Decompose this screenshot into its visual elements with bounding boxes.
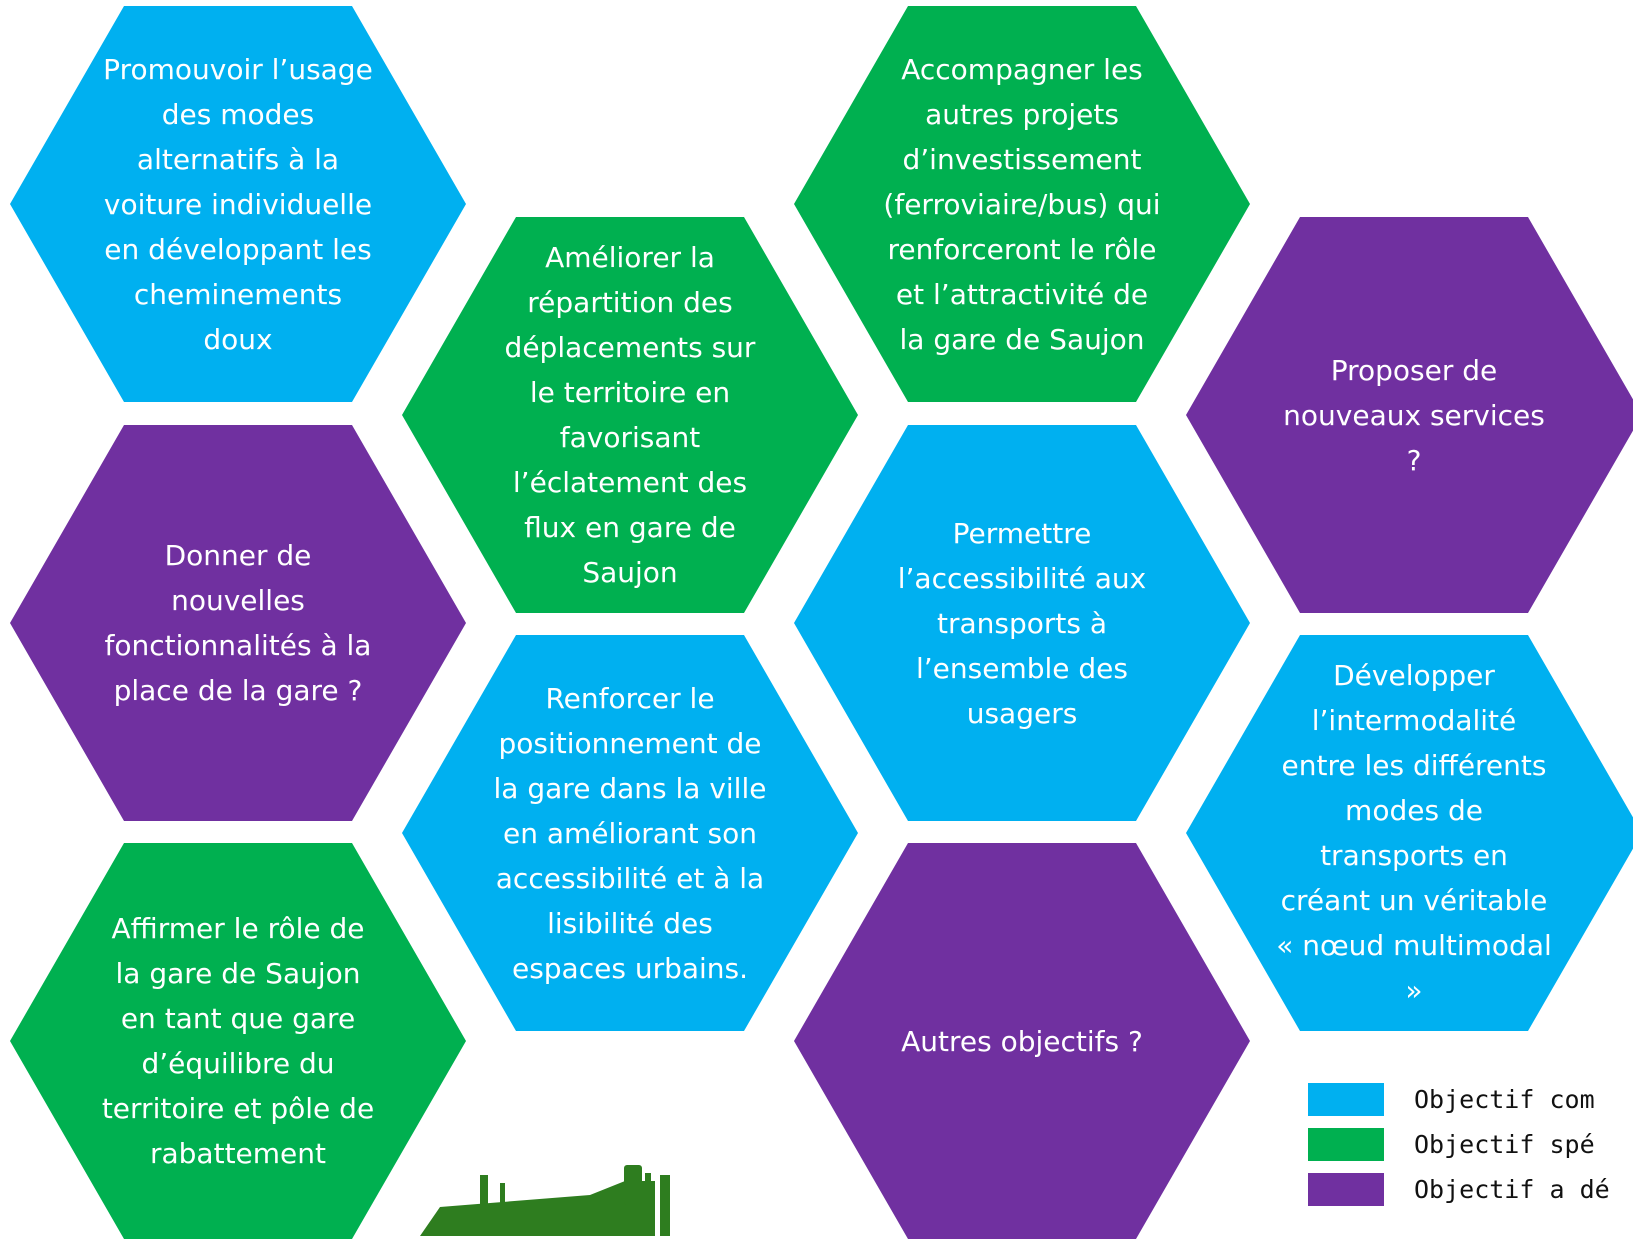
objective-hexagon-other-objectives: Autres objectifs ? — [794, 843, 1250, 1239]
train-station-icon — [420, 1165, 670, 1236]
legend-label: Objectif a dé — [1414, 1174, 1610, 1204]
hexagon-text: Affirmer le rôle de la gare de Saujon en… — [101, 912, 375, 1170]
hexagon-text: Permettre l’accessibilité aux transports… — [897, 516, 1147, 730]
hexagon-text: Renforcer le positionnement de la gare d… — [493, 681, 767, 985]
hexagon-text: Promouvoir l’usage des modes alternatifs… — [103, 52, 373, 356]
objective-hexagon-station-square-functions: Donner de nouvelles fonctionnalités à la… — [10, 425, 466, 821]
objective-hexagon-strengthen-station-position: Renforcer le positionnement de la gare d… — [402, 635, 858, 1031]
legend: Objectif com Objectif spé Objectif a dé — [1308, 1081, 1610, 1216]
legend-item-specific: Objectif spé — [1308, 1126, 1610, 1162]
objective-hexagon-support-investment-projects: Accompagner les autres projets d’investi… — [794, 6, 1250, 402]
legend-item-to-define: Objectif a dé — [1308, 1171, 1610, 1207]
objective-hexagon-affirm-station-role: Affirmer le rôle de la gare de Saujon en… — [10, 843, 466, 1239]
hexagon-text: Donner de nouvelles fonctionnalités à la… — [104, 539, 372, 707]
objective-hexagon-new-services: Proposer de nouveaux services ? — [1186, 217, 1633, 613]
objective-hexagon-improve-distribution: Améliorer la répartition des déplacement… — [402, 217, 858, 613]
hexagon-text: Autres objectifs ? — [901, 1024, 1143, 1058]
hexagon-text: Améliorer la répartition des déplacement… — [504, 241, 756, 589]
legend-label: Objectif spé — [1414, 1129, 1595, 1159]
hexagon-text: Accompagner les autres projets d’investi… — [883, 52, 1161, 356]
legend-swatch-purple — [1308, 1172, 1384, 1206]
objective-hexagon-accessibility: Permettre l’accessibilité aux transports… — [794, 425, 1250, 821]
legend-item-common: Objectif com — [1308, 1081, 1610, 1117]
objective-hexagon-promote-soft-modes: Promouvoir l’usage des modes alternatifs… — [10, 6, 466, 402]
hexagon-text: Développer l’intermodalité entre les dif… — [1276, 659, 1552, 1007]
legend-label: Objectif com — [1414, 1084, 1595, 1114]
objective-hexagon-intermodality: Développer l’intermodalité entre les dif… — [1186, 635, 1633, 1031]
legend-swatch-green — [1308, 1127, 1384, 1161]
legend-swatch-blue — [1308, 1082, 1384, 1116]
hexagon-text: Proposer de nouveaux services ? — [1283, 353, 1545, 477]
